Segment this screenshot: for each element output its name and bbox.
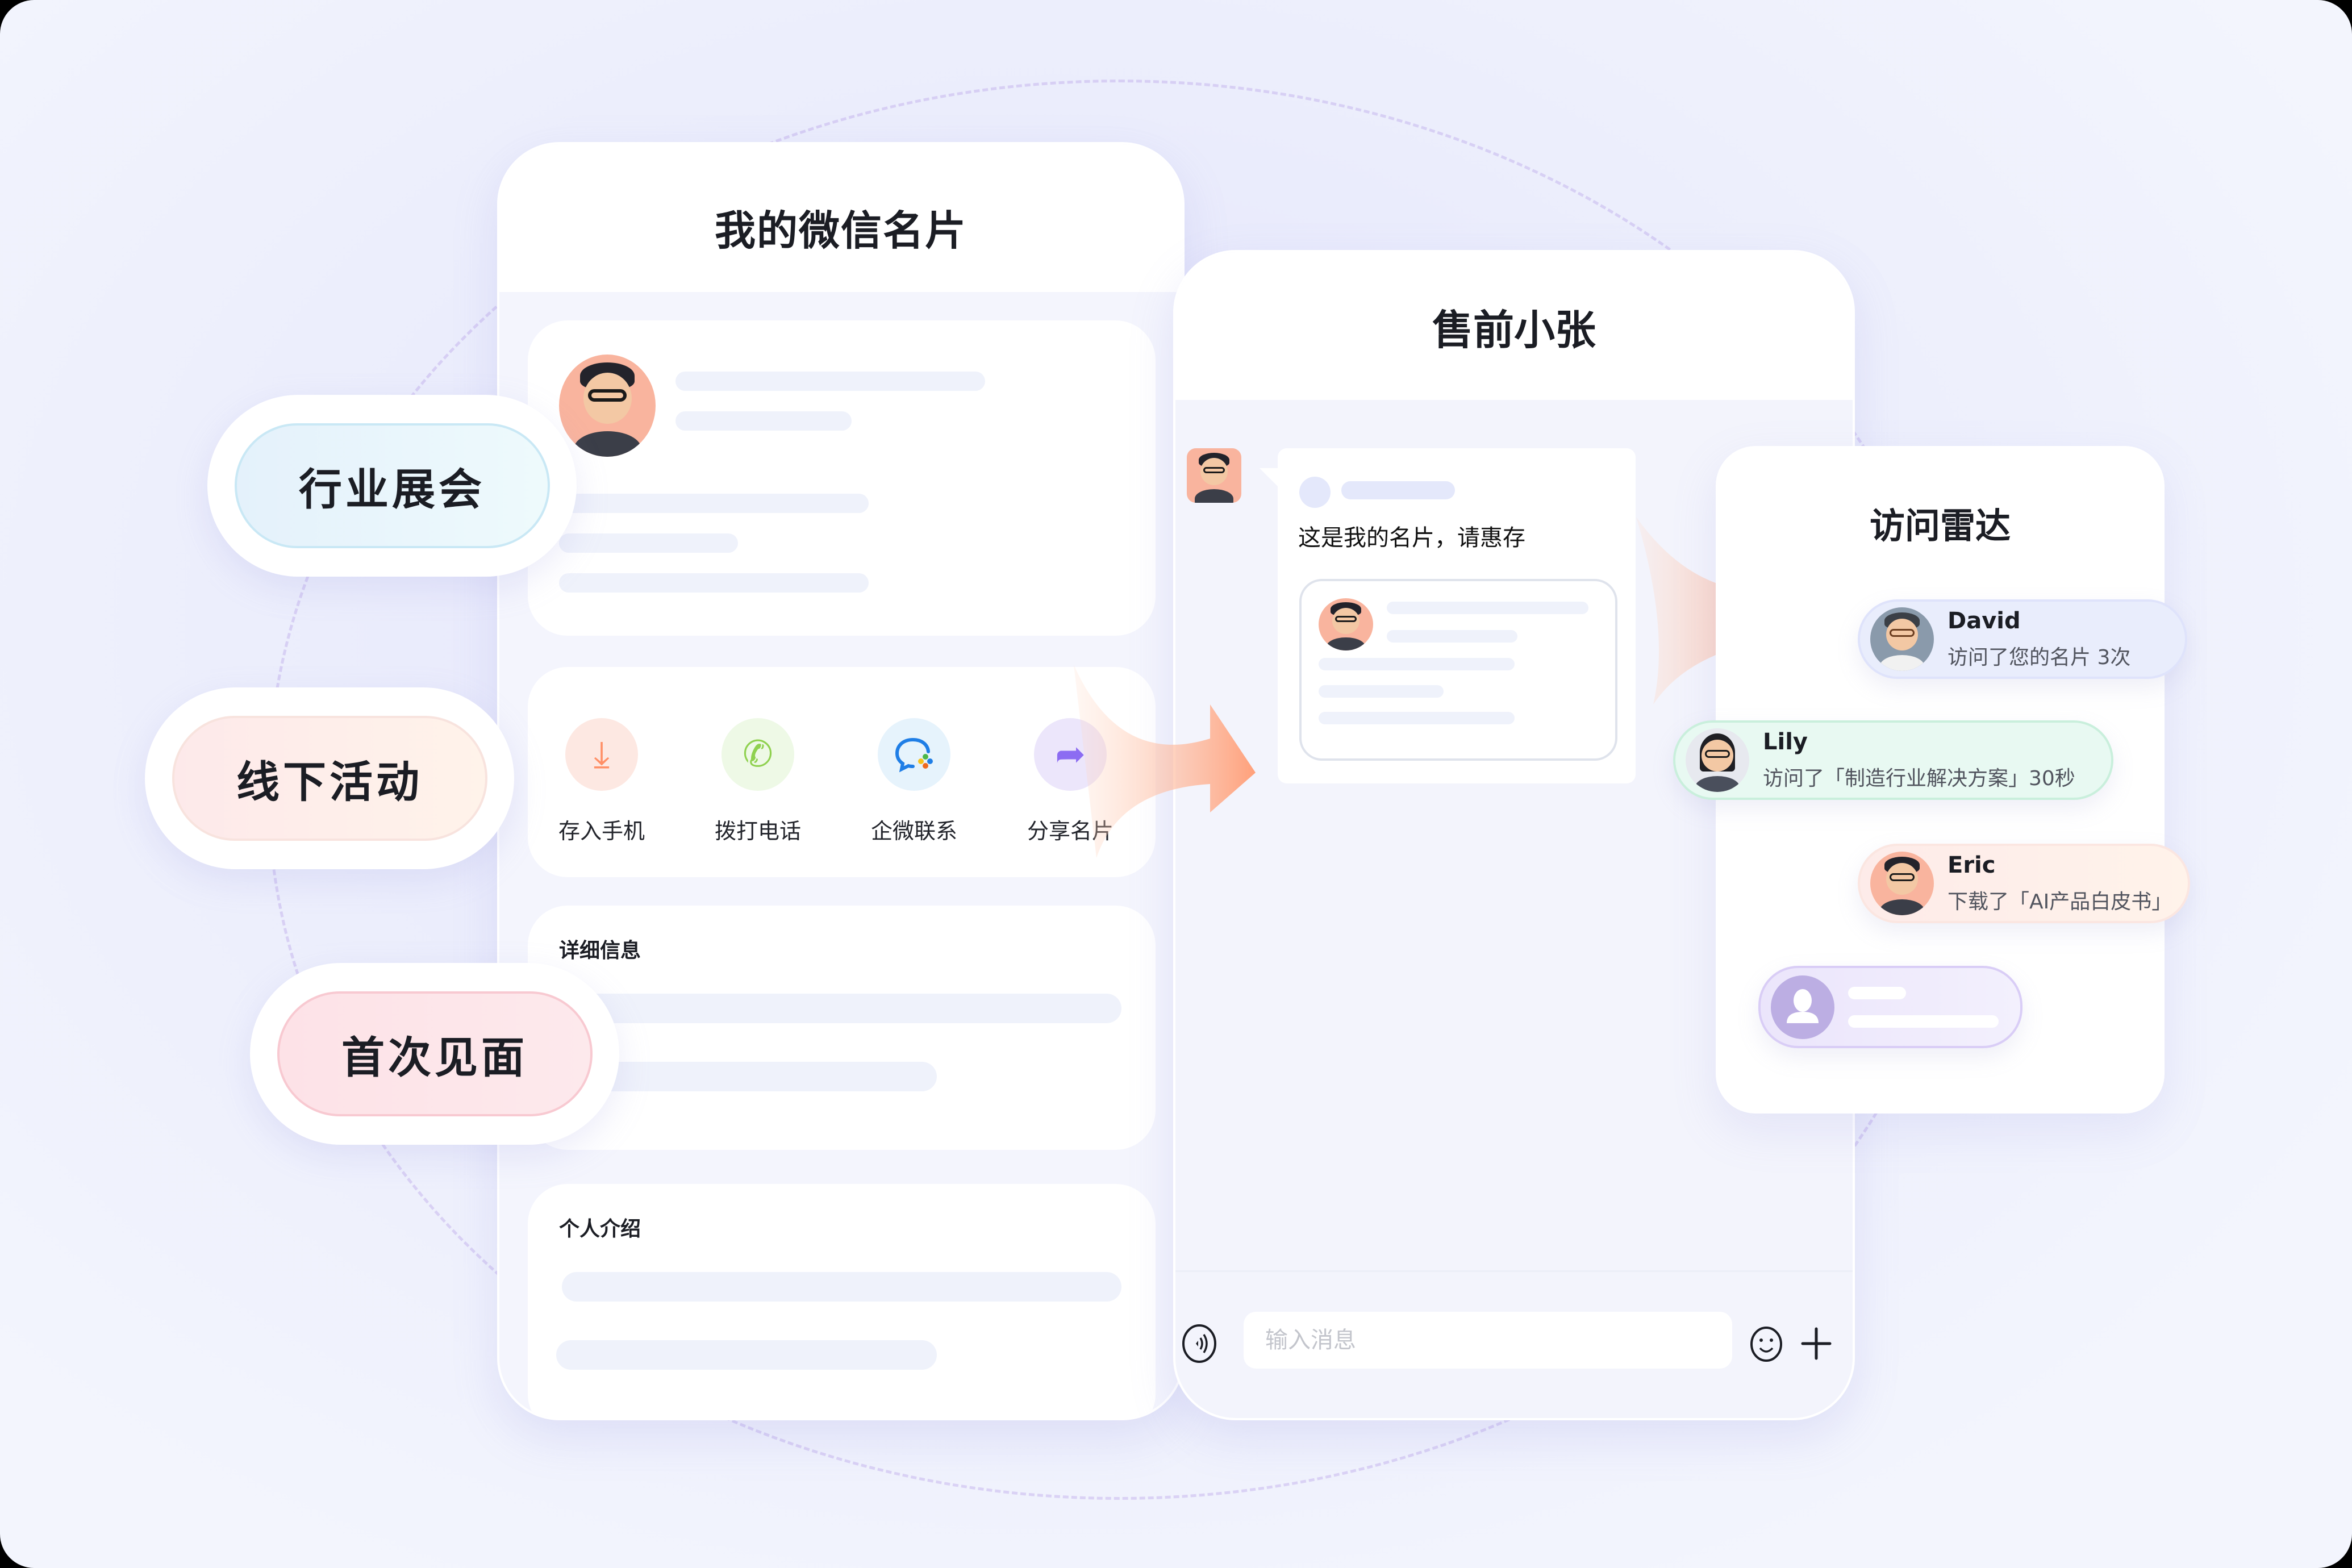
card-preview-avatar: [1319, 598, 1373, 650]
wecom-icon: [878, 718, 950, 791]
save-to-phone-button[interactable]: ⤓ 存入手机: [545, 718, 658, 845]
scenario-tag-trade-show[interactable]: 行业展会: [207, 395, 577, 577]
skeleton-line: [1387, 630, 1517, 643]
sender-avatar: [1187, 448, 1241, 503]
avatar-david: [1870, 607, 1934, 671]
skeleton-line: [559, 533, 738, 553]
radar-title: 访问雷达: [1869, 505, 2011, 547]
skeleton-line: [1319, 712, 1515, 724]
skeleton-line: [1319, 658, 1515, 670]
skeleton-title: [675, 411, 852, 431]
details-card: 详细信息: [528, 906, 1156, 1150]
skeleton-line: [562, 1272, 1121, 1302]
skeleton-line: [1848, 1015, 1999, 1028]
profile-card: [528, 320, 1156, 636]
skeleton-line: [1387, 602, 1588, 614]
phone-icon: ✆: [722, 718, 794, 791]
user-placeholder-icon: [1771, 975, 1834, 1039]
chat-title: 售前小张: [1175, 252, 1853, 400]
flow-arrow-card-to-chat: [1074, 665, 1256, 858]
profile-avatar: [559, 355, 656, 457]
chat-input-bar: [1175, 1270, 1853, 1418]
intro-card: 个人介绍: [528, 1184, 1156, 1418]
card-panel-title: 我的微信名片: [499, 144, 1182, 292]
skeleton-name: [1848, 986, 1906, 999]
visitor-lily[interactable]: Lily 访问了「制造行业解决方案」30秒: [1673, 720, 2113, 800]
scenario-tag-first-meeting[interactable]: 首次见面: [250, 963, 619, 1145]
tag-label: 线下活动: [172, 716, 487, 841]
download-icon: ⤓: [565, 718, 638, 791]
avatar-lily: [1686, 728, 1749, 792]
scenario-tag-offline-event[interactable]: 线下活动: [145, 687, 514, 869]
actions-card: ⤓ 存入手机 ✆ 拨打电话 企微联系 ➦ 分享名片: [528, 667, 1156, 877]
message-bubble[interactable]: 这是我的名片，请惠存: [1278, 448, 1636, 783]
message-text: 这是我的名片，请惠存: [1298, 525, 1525, 551]
intro-title: 个人介绍: [559, 1217, 641, 1241]
tag-label: 行业展会: [234, 423, 550, 548]
skeleton-line: [559, 994, 1121, 1023]
emoji-icon[interactable]: [1749, 1326, 1783, 1362]
visitor-david[interactable]: David 访问了您的名片 3次: [1858, 599, 2187, 679]
details-title: 详细信息: [559, 939, 641, 962]
skeleton-line: [1319, 685, 1444, 698]
wecom-contact-button[interactable]: 企微联系: [857, 718, 971, 845]
skeleton-line: [556, 1340, 937, 1370]
message-input[interactable]: [1244, 1312, 1732, 1369]
visitor-eric[interactable]: Eric 下载了「AI产品白皮书」: [1858, 844, 2190, 923]
skeleton-line: [559, 573, 869, 593]
plus-icon[interactable]: [1800, 1327, 1832, 1361]
visitor-placeholder: [1758, 966, 2022, 1048]
skeleton-name: [675, 372, 985, 391]
skeleton-line: [559, 494, 869, 513]
call-button[interactable]: ✆ 拨打电话: [701, 718, 815, 845]
avatar-eric: [1870, 852, 1934, 915]
chat-panel: 售前小张 这是我的名片，请惠存: [1173, 250, 1855, 1420]
wechat-card-panel: 我的微信名片 ⤓ 存入手机 ✆ 拨打电话: [497, 142, 1185, 1420]
skeleton-dot: [1299, 477, 1331, 508]
voice-icon[interactable]: [1181, 1323, 1217, 1364]
tag-label: 首次见面: [277, 991, 593, 1116]
shared-card-preview[interactable]: [1299, 579, 1617, 761]
skeleton-line: [559, 1062, 937, 1091]
skeleton-name: [1341, 481, 1455, 499]
